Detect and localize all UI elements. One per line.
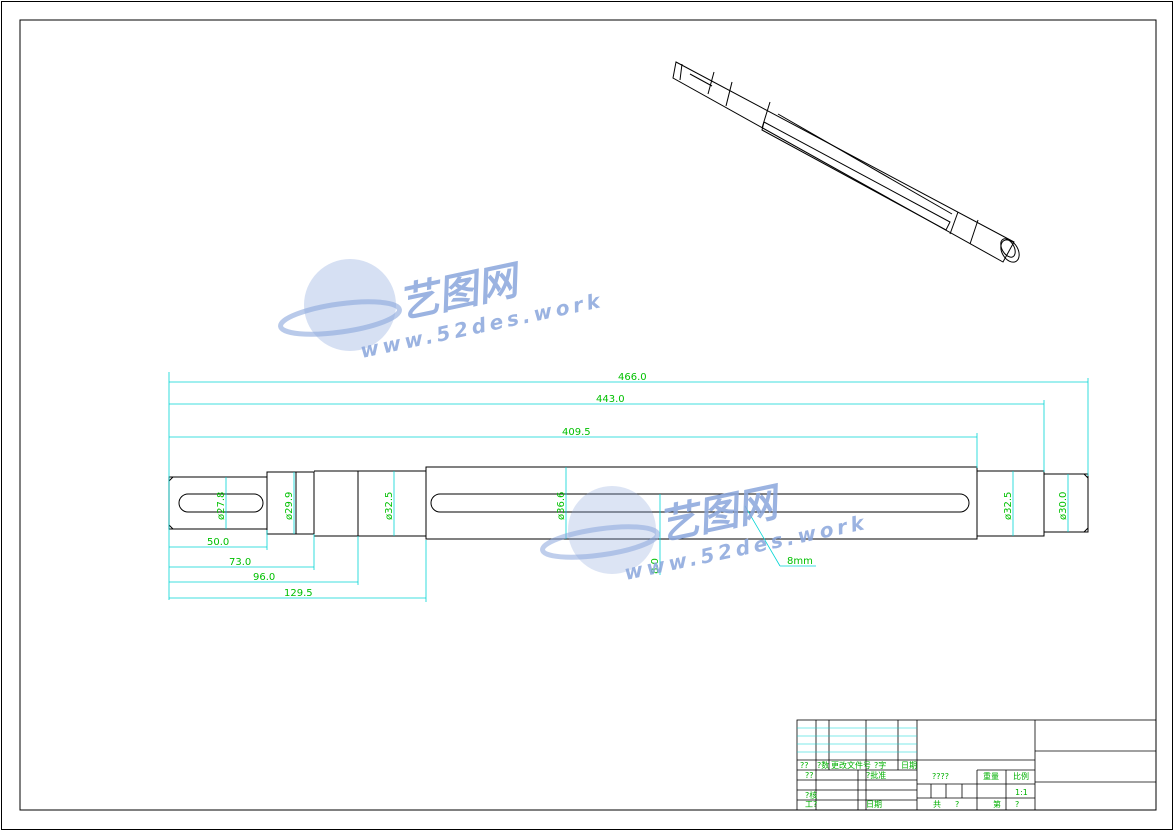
tb-weight: 重量 [983,771,999,781]
dim-len-73: 73.0 [229,557,251,568]
dim-len-96: 96.0 [253,572,275,583]
tb-col-mark: ?? [800,761,809,770]
dim-diameter-30: ø30.0 [1058,492,1069,520]
tb-total: 共 [933,800,941,809]
tb-stage: ???? [932,772,949,781]
tb-scale-value: 1:1 [1015,788,1028,797]
watermark-logo-top: 艺图网 www.52des.work [278,257,606,363]
tb-col-sign: ?字 [874,760,886,770]
dim-length-443: 443.0 [596,394,625,405]
dim-len-50: 50.0 [207,537,229,548]
title-block [796,719,1157,811]
dim-diameter-36: ø36.6 [556,492,567,520]
dim-key-depth: 8.0 [650,558,661,574]
tb-scale-label: 比例 [1013,771,1029,781]
dim-key-width: 8mm [787,556,813,567]
tb-review: ?核 [805,790,817,800]
tb-col-date: 日期 [901,761,917,770]
tb-process: 工? [805,800,817,809]
dim-length-409: 409.5 [562,427,591,438]
tb-total-unit: ? [955,800,959,809]
tb-sheet: 第 [993,799,1001,809]
inner-frame [19,19,1157,811]
tb-col-change-doc: 更改文件号 [831,760,871,770]
isometric-shaft-view [672,61,1020,263]
tb-date: 日期 [866,800,882,809]
dim-len-129: 129.5 [284,588,313,599]
dim-diameter-32-right: ø32.5 [1003,492,1014,520]
tb-approve: ?批准 [866,770,886,780]
dim-diameter-29: ø29.9 [284,492,295,520]
watermark-logo-center: 艺图网 www.52des.work [540,479,870,585]
dimension-lines [168,372,1089,602]
dim-overall-466: 466.0 [618,372,647,383]
shaft-outline [168,466,1089,540]
dim-diameter-27: ø27.8 [216,492,227,520]
title-block-grid-lines [797,727,917,753]
tb-sheet-unit: ? [1015,800,1019,809]
tb-designer: ?? [805,771,814,780]
dim-diameter-32-left: ø32.5 [384,492,395,520]
tb-col-count: ?数 [817,760,829,770]
